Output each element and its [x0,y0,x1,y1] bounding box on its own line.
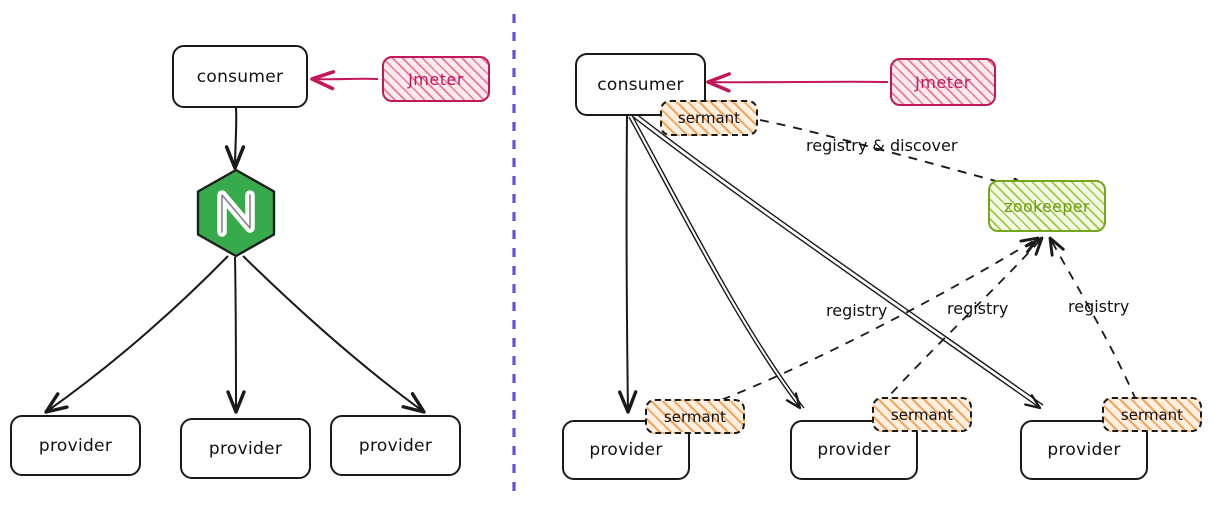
right-provider-label-1: provider [589,440,663,460]
edge-jmeter-to-consumer-right [706,72,889,93]
right-consumer-sermant-box[interactable]: sermant [660,100,758,136]
nginx-hexagon-icon[interactable]: N [194,168,278,258]
left-provider-label-3: provider [358,435,433,456]
edge-label-registry-2: registry [947,299,1009,318]
edge-label-registry-3: registry [1068,297,1130,316]
zookeeper-label: zookeeper [1004,196,1090,216]
edge-consumer-sermant-to-zookeeper [759,119,1032,194]
edge-label-registry-discover: registry & discover [806,136,958,155]
right-provider-sermant-label-3: sermant [1120,405,1184,424]
edge-consumer-to-provider-1 [618,115,638,414]
left-provider-box-1[interactable]: provider [10,415,141,476]
left-jmeter-label: Jmeter [408,69,464,89]
edge-jmeter-to-consumer-left [310,69,379,91]
right-consumer-label: consumer [597,74,684,95]
right-provider-sermant-box-3[interactable]: sermant [1102,397,1202,432]
left-provider-label-2: provider [208,438,283,459]
edge-nginx-to-provider-3 [242,255,426,414]
edge-nginx-to-provider-2 [226,256,246,414]
right-provider-sermant-label-2: sermant [890,405,954,424]
right-provider-sermant-box-2[interactable]: sermant [872,397,972,432]
left-provider-box-3[interactable]: provider [330,415,461,476]
right-provider-sermant-box-1[interactable]: sermant [645,399,745,434]
right-consumer-box[interactable]: consumer [575,53,706,116]
right-jmeter-label: Jmeter [915,72,971,92]
zookeeper-box[interactable]: zookeeper [988,180,1106,232]
right-provider-sermant-label-1: sermant [663,407,727,426]
edge-provider-1-sermant-to-zookeeper [689,236,1040,413]
edge-consumer-to-provider-2 [628,116,805,410]
edge-provider-2-sermant-to-zookeeper [879,236,1044,407]
edge-label-registry-1: registry [826,301,888,320]
left-provider-label-1: provider [38,435,113,456]
right-jmeter-box[interactable]: Jmeter [890,58,996,106]
edge-nginx-to-provider-1 [44,255,229,414]
left-jmeter-box[interactable]: Jmeter [382,56,490,102]
left-consumer-box[interactable]: consumer [172,45,308,108]
right-provider-label-2: provider [817,440,891,460]
left-consumer-label: consumer [196,66,284,87]
edge-consumer-to-provider-3 [631,112,1044,410]
edge-consumer-to-nginx [224,107,246,170]
left-provider-box-2[interactable]: provider [180,418,311,479]
right-consumer-sermant-label: sermant [677,109,741,127]
right-provider-label-3: provider [1047,440,1121,460]
edge-provider-3-sermant-to-zookeeper [1048,236,1137,401]
